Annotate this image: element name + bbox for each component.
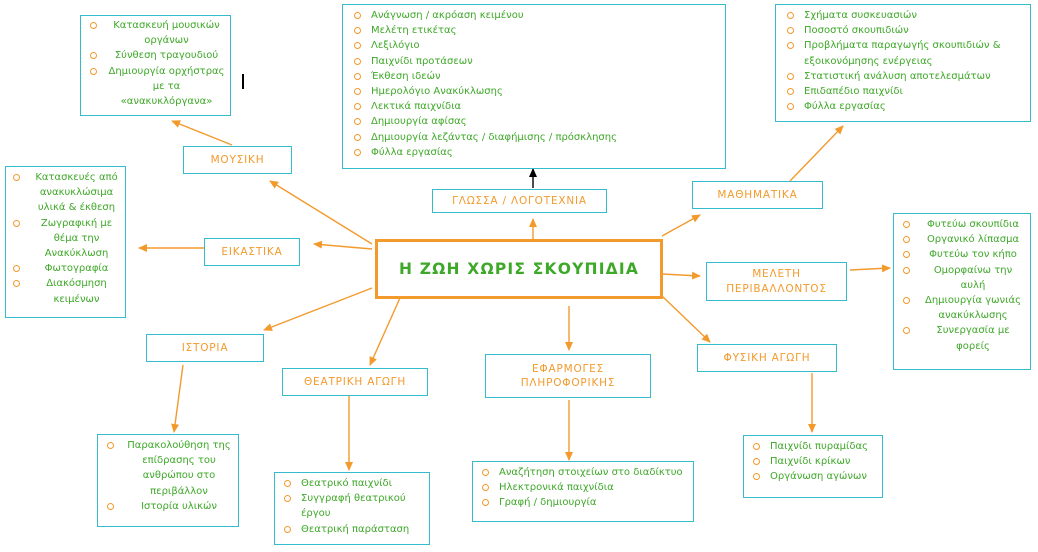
list-item: Παιχνίδι πυραμίδας [748,439,878,454]
list-item: Παιχνίδι κρίκων [748,454,878,469]
list-item: Ιστορία υλικών [102,499,234,514]
list-item: Οργανικό λίπασμα [898,232,1026,247]
list-item: Σύνθεση τραγουδιού [85,48,226,63]
connector-center-theatriki [369,297,401,366]
box-meleti: Φυτεύω σκουπίδια Οργανικό λίπασμα Φυτεύω… [893,213,1031,370]
list-item: Θεατρική παράσταση [279,522,425,537]
branch-label-theatriki: ΘΕΑΤΡΙΚΗ ΑΓΩΓΗ [282,368,428,396]
branch-label-mathimatika: ΜΑΘΗΜΑΤΙΚΑ [692,181,823,209]
list-item: Ποσοστό σκουπιδιών [782,23,1024,38]
list-item: Δημιουργία γωνιάς ανακύκλωσης [898,293,1026,323]
list-item: Επιδαπέδιο παιχνίδι [782,84,1024,99]
list-item: Λεξιλόγιο [349,38,719,53]
connector-center-istoria [263,287,373,331]
list-item: Έκθεση ιδεών [349,69,719,84]
list-item: Στατιστική ανάλυση αποτελεσμάτων [782,69,1024,84]
list-item: Ζωγραφική με θέμα την Ανακύκλωση [8,216,123,262]
branch-label-mousiki: ΜΟΥΣΙΚΗ [183,146,292,174]
list-item: Ομορφαίνω την αυλή [898,263,1026,293]
branch-label-eikastika: ΕΙΚΑΣΤΙΚΑ [204,238,300,266]
branch-label-pliroforiki: ΕΦΑΡΜΟΓΕΣ ΠΛΗΡΟΦΟΡΙΚΗΣ [485,354,651,398]
box-istoria: Παρακολούθηση της επίδρασης του ανθρώπου… [97,434,239,527]
box-eikastika: Κατασκευές από ανακυκλώσιμα υλικά & έκθε… [5,166,126,318]
box-glossa: Ανάγνωση / ακρόαση κειμένου Μελέτη ετικέ… [342,4,726,169]
list-item: Αναζήτηση στοιχείων στο διαδίκτυο [477,465,689,480]
list-item: Φυτεύω τον κήπο [898,247,1026,262]
connector-center-fysiki [661,295,711,343]
list-item: Διακόσμηση κειμένων [8,276,123,306]
branch-label-glossa: ΓΛΩΣΣΑ / ΛΟΓΟΤΕΧΝΙΑ [432,189,607,213]
list-item: Οργάνωση αγώνων [748,469,878,484]
connector-mousiki-box [171,120,233,146]
list-item: Ηλεκτρονικά παιχνίδια [477,480,689,495]
list-item: Λεκτικά παιχνίδια [349,99,719,114]
list-item: Συνεργασία με φορείς [898,323,1026,353]
connector-center-mathimatika [661,214,701,237]
branch-label-fysiki: ΦΥΣΙΚΗ ΑΓΩΓΗ [697,344,837,372]
list-item: Παιχνίδι προτάσεων [349,54,719,69]
box-pliroforiki: Αναζήτηση στοιχείων στο διαδίκτυο Ηλεκτρ… [472,461,694,522]
list-item: Κατασκευές από ανακυκλώσιμα υλικά & έκθε… [8,170,123,216]
list-item: Παρακολούθηση της επίδρασης του ανθρώπου… [102,438,234,499]
center-topic: Η ΖΩΗ ΧΩΡΙΣ ΣΚΟΥΠΙΔΙΑ [375,239,663,299]
list-item: Κατασκευή μουσικών οργάνων [85,18,226,48]
text-cursor [242,74,244,89]
list-item: Φύλλα εργασίας [782,99,1024,114]
list-item: Ημερολόγιο Ανακύκλωσης [349,84,719,99]
connector-center-eikastika [313,240,373,250]
list-item: Δημιουργία λεζάντας / διαφήμισης / πρόσκ… [349,130,719,145]
box-mousiki: Κατασκευή μουσικών οργάνων Σύνθεση τραγο… [80,15,231,116]
connector-meleti-box [849,264,891,273]
list-item: Προβλήματα παραγωγής σκουπιδιών & εξοικο… [782,38,1024,68]
list-item: Θεατρικό παιχνίδι [279,476,425,491]
list-item: Φωτογραφία [8,261,123,276]
box-theatriki: Θεατρικό παιχνίδι Συγγραφή θεατρικού έργ… [274,472,430,545]
list-item: Δημιουργία αφίσας [349,114,719,129]
box-fysiki: Παιχνίδι πυραμίδας Παιχνίδι κρίκων Οργάν… [743,435,883,498]
list-item: Σχήματα συσκευασιών [782,8,1024,23]
branch-label-istoria: ΙΣΤΟΡΙΑ [146,334,264,362]
list-item: Φυτεύω σκουπίδια [898,217,1026,232]
connector-center-meleti [661,271,701,280]
box-mathimatika: Σχήματα συσκευασιών Ποσοστό σκουπιδιών Π… [775,4,1031,122]
list-item: Φύλλα εργασίας [349,145,719,160]
list-item: Συγγραφή θεατρικού έργου [279,491,425,521]
list-item: Δημιουργία ορχήστρας με τα «ανακυκλόργαν… [85,64,226,110]
branch-label-meleti: ΜΕΛΕΤΗ ΠΕΡΙΒΑΛΛΟΝΤΟΣ [706,262,847,301]
list-item: Ανάγνωση / ακρόαση κειμένου [349,8,719,23]
list-item: Γραφή / δημιουργία [477,495,689,510]
connector-center-mousiki [269,180,373,245]
connector-istoria-box [171,364,184,433]
connector-mathimatika-box [789,125,844,182]
list-item: Μελέτη ετικέτας [349,23,719,38]
